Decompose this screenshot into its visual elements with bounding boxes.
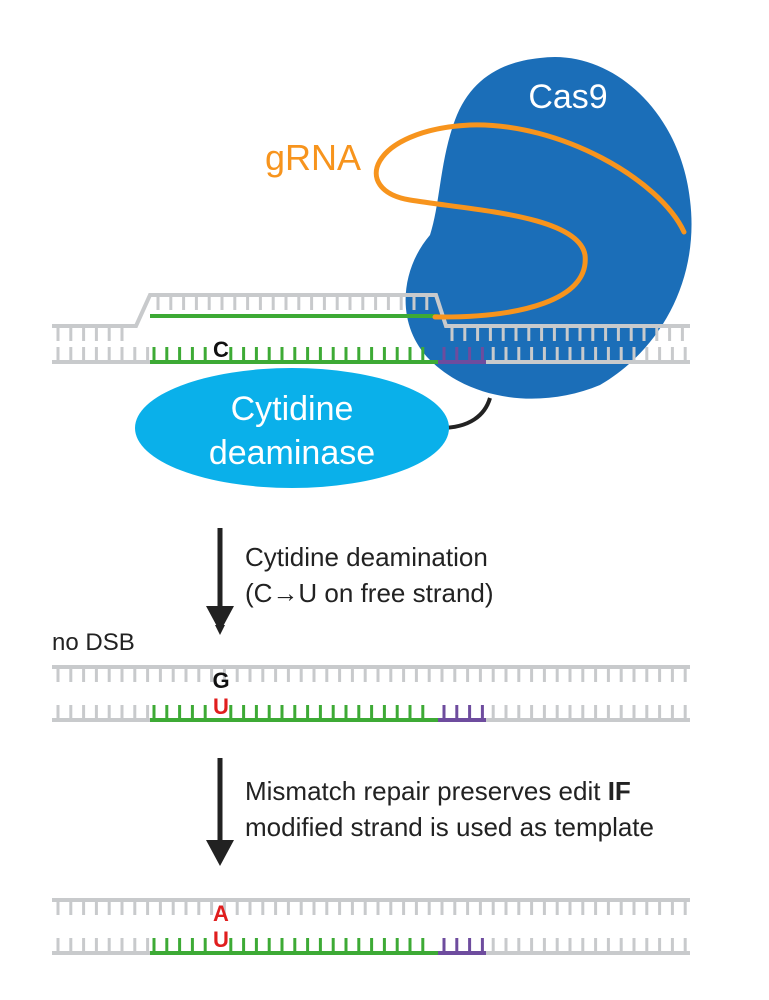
step1-line2: (C→U on free strand) — [245, 578, 494, 608]
panel2-bottom-base: U — [213, 694, 229, 719]
step1-line1: Cytidine deamination — [245, 542, 488, 572]
panel-deaminated: no DSB G U — [52, 629, 690, 722]
cytidine-deaminase — [135, 368, 449, 488]
deaminase-label-line2: deaminase — [209, 434, 375, 472]
step1-arrowhead — [206, 606, 234, 632]
step2-line2: modified strand is used as template — [245, 812, 654, 842]
step2-line1-normal: Mismatch repair preserves edit — [245, 776, 608, 806]
cas9-label: Cas9 — [528, 78, 607, 116]
target-base-c: C — [213, 337, 229, 362]
dna-duplex-panel3 — [52, 898, 690, 955]
cas9-protein — [405, 56, 692, 399]
step2-line1-bold: IF — [608, 776, 631, 806]
panel-repaired: A U — [52, 898, 690, 955]
grna-label: gRNA — [265, 137, 361, 178]
step2-arrowhead — [206, 840, 234, 866]
step2-transition: Mismatch repair preserves edit IF modifi… — [206, 758, 654, 866]
dna-duplex-panel1 — [52, 293, 690, 364]
deaminase-label-line1: Cytidine — [231, 390, 354, 428]
dna-duplex-panel2 — [52, 665, 690, 722]
panel2-top-base: G — [212, 668, 229, 693]
panel-editing-complex: Cas9 gRNA Cytidine deaminase C — [52, 56, 692, 488]
grna-strand — [373, 122, 687, 320]
step2-line1: Mismatch repair preserves edit IF — [245, 776, 631, 806]
step1-transition: Cytidine deamination (C→U on free strand… — [206, 528, 494, 635]
no-dsb-label: no DSB — [52, 629, 135, 656]
panel3-top-base: A — [213, 901, 229, 926]
panel3-bottom-base: U — [213, 927, 229, 952]
